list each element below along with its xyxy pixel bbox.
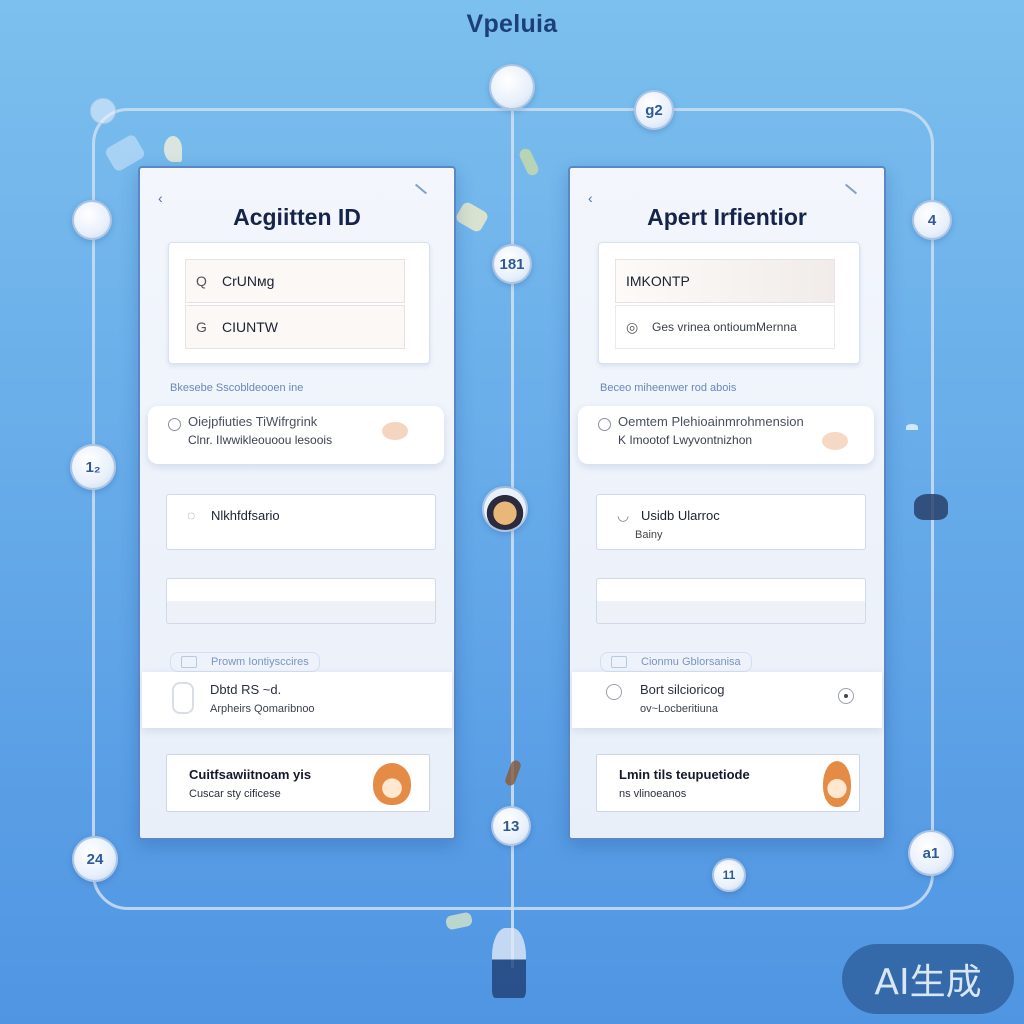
node-top-right[interactable]: g2 <box>634 90 674 130</box>
chip-label[interactable]: Cionmu Gblorsanisa <box>600 652 752 672</box>
ring-illustration-icon <box>373 763 411 805</box>
list-row-subtitle: Arpheirs Qomaribnoo <box>210 703 315 715</box>
node-right-1[interactable]: 4 <box>912 200 952 240</box>
radio-icon[interactable] <box>606 684 622 700</box>
back-chevron-icon[interactable]: ‹ <box>588 190 593 206</box>
list-row-subtitle: Clnr. IIwwikleouoou lesoois <box>188 433 333 447</box>
node-center-3[interactable]: 13 <box>491 806 531 846</box>
list-row-title: Oiejpfiuties TiWifrgrink <box>188 414 318 429</box>
feature-card[interactable]: Lmin tils teupuetiode ns vlinoeanos <box>596 754 860 812</box>
option-box[interactable]: ◌ Nlkhfdfsario <box>166 494 436 550</box>
ai-generated-badge: AI生成 <box>842 944 1014 1014</box>
shield-icon: ◡ <box>617 507 630 523</box>
chip-text: Cionmu Gblorsanisa <box>641 656 741 668</box>
card-corner-icon <box>414 183 428 195</box>
option-subtitle: Bainy <box>635 529 663 541</box>
node-center-2[interactable] <box>482 486 528 532</box>
option-title: Usidb Ularroc <box>641 508 720 523</box>
county-field[interactable]: G CIUNTW <box>185 305 405 349</box>
list-row-secondary[interactable]: Dbtd RS ~d. Arpheirs Qomaribnoo <box>142 672 452 728</box>
target-icon: ◎ <box>626 318 639 335</box>
card-icon <box>181 656 197 668</box>
ring-illustration-icon <box>823 761 851 807</box>
node-top-center[interactable] <box>489 64 535 110</box>
card-icon <box>611 656 627 668</box>
feature-card[interactable]: Cuitfsawiitnoam yis Cuscar sty cificese <box>166 754 430 812</box>
mascot-figure <box>492 928 526 998</box>
country-field[interactable]: Q CrUNмg <box>185 259 405 303</box>
field-value: CIUNTW <box>222 319 278 335</box>
list-row-secondary[interactable]: Bort silcioricog ov~Locberitiuna <box>572 672 882 728</box>
list-row[interactable]: Oiejpfiuties TiWifrgrink Clnr. IIwwikleo… <box>148 406 444 464</box>
list-row-title: Dbtd RS ~d. <box>210 682 282 697</box>
feature-title: Cuitfsawiitnoam yis <box>189 767 312 782</box>
paper-decoration <box>444 911 474 931</box>
floating-pill-decoration <box>90 98 116 124</box>
input-group: IMKONTP ◎ Ges vrinea ontioumMernna <box>598 242 860 364</box>
field-value: CrUNмg <box>222 273 275 289</box>
input-group: Q CrUNмg G CIUNTW <box>168 242 430 364</box>
node-left-bottom[interactable]: 24 <box>72 836 118 882</box>
section-label: Beceo miheenwer rod abois <box>600 382 737 394</box>
node-bottom-mid[interactable]: 11 <box>712 858 746 892</box>
right-card: ‹ Apert Irfientior IMKONTP ◎ Ges vrinea … <box>568 166 886 840</box>
radio-selected-icon[interactable] <box>838 688 854 704</box>
illustration-icon <box>382 422 408 440</box>
node-center-1[interactable]: 181 <box>492 244 532 284</box>
card-corner-icon <box>844 183 858 195</box>
list-row[interactable]: Oemtem Plehioainmrohmension K Imootof Lw… <box>578 406 874 464</box>
option-title: Nlkhfdfsario <box>211 508 280 523</box>
g-icon: G <box>196 319 207 335</box>
blank-input-field[interactable] <box>166 578 436 624</box>
option-box[interactable]: ◡ Usidb Ularroc Bainy <box>596 494 866 550</box>
list-row-subtitle: K Imootof Lwyvontnizhon <box>618 433 753 447</box>
chip-text: Prowm Iontiysccires <box>211 656 309 668</box>
node-left-2[interactable]: 1₂ <box>70 444 116 490</box>
blank-input-field[interactable] <box>596 578 866 624</box>
document-icon <box>172 682 194 714</box>
feature-subtitle: ns vlinoeanos <box>619 788 687 800</box>
section-label: Bkesebe Sscobldeooen ine <box>170 382 304 394</box>
radio-icon[interactable] <box>168 418 181 431</box>
feature-title: Lmin tils teupuetiode <box>619 767 750 782</box>
list-row-subtitle: ov~Locberitiuna <box>640 703 718 715</box>
field-value: Ges vrinea ontioumMernna <box>652 320 797 334</box>
app-title: Vpeluia <box>466 10 558 38</box>
search-icon: Q <box>196 273 207 289</box>
chip-label[interactable]: Prowm Iontiysccires <box>170 652 320 672</box>
node-right-bottom[interactable]: a1 <box>908 830 954 876</box>
list-row-title: Bort silcioricog <box>640 682 725 697</box>
option-icon: ◌ <box>187 507 196 523</box>
feature-subtitle: Cuscar sty cificese <box>189 788 281 800</box>
back-chevron-icon[interactable]: ‹ <box>158 190 163 206</box>
card-title: Acgiitten ID <box>233 204 361 230</box>
leaf-decoration <box>164 136 182 162</box>
cat-figure-decoration <box>914 494 948 520</box>
node-left-1[interactable] <box>72 200 112 240</box>
card-title: Apert Irfientior <box>647 204 807 230</box>
left-card: ‹ Acgiitten ID Q CrUNмg G CIUNTW Bkesebe… <box>138 166 456 840</box>
illustration-icon <box>822 432 848 450</box>
code-field[interactable]: IMKONTP <box>615 259 835 303</box>
bird-decoration <box>906 424 918 430</box>
search-field[interactable]: ◎ Ges vrinea ontioumMernna <box>615 305 835 349</box>
list-row-title: Oemtem Plehioainmrohmension <box>618 414 804 429</box>
radio-icon[interactable] <box>598 418 611 431</box>
field-value: IMKONTP <box>626 273 690 289</box>
